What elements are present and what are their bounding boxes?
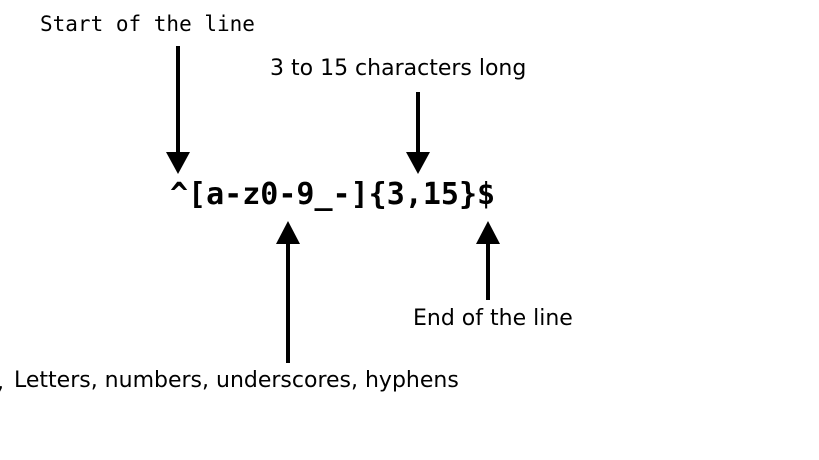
- arrow-character-class: [276, 221, 300, 363]
- annotation-label-character-class: Letters, numbers, underscores, hyphens: [14, 368, 459, 393]
- annotation-label-start-of-line: Start of the line: [40, 12, 255, 36]
- arrow-length-quantifier: [406, 92, 430, 174]
- arrow-head-length-quantifier: [406, 152, 430, 174]
- annotation-label-length-quantifier: 3 to 15 characters long: [270, 56, 527, 81]
- annotation-label-end-of-line: End of the line: [413, 306, 573, 331]
- arrow-head-start-of-line: [166, 152, 190, 174]
- arrow-end-of-line: [476, 221, 500, 300]
- arrow-start-of-line: [166, 46, 190, 174]
- regex-expression: ^[a-z0-9_-]{3,15}$: [170, 177, 496, 212]
- arrow-head-end-of-line: [476, 221, 500, 244]
- clipped-left-text-fragment: ,: [0, 370, 4, 395]
- arrow-head-character-class: [276, 221, 300, 244]
